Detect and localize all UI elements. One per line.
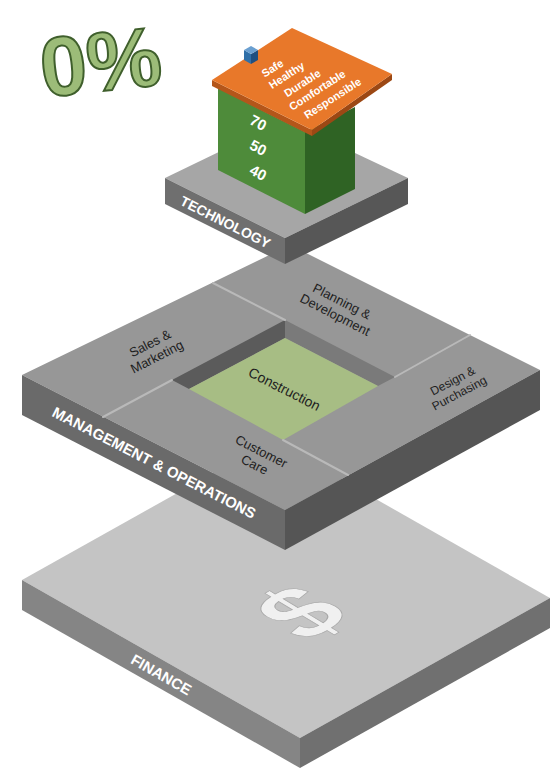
management-slab: MANAGEMENT & OPERATIONSPlanning & Develo…	[18, 240, 548, 552]
slab-right-face	[285, 178, 408, 264]
chimney-top	[244, 46, 258, 54]
slab-top	[22, 440, 550, 738]
house-roof: SafeHealthyDurableComfortableResponsible	[200, 25, 395, 220]
section-divider	[213, 283, 285, 320]
section-divider	[103, 380, 172, 417]
rate-label: 0%	[35, 11, 165, 113]
slab-outline	[200, 25, 395, 220]
section-divider	[283, 440, 348, 475]
slab-top	[22, 245, 540, 510]
slab-left-face	[165, 178, 285, 264]
pit-floor	[189, 338, 378, 440]
